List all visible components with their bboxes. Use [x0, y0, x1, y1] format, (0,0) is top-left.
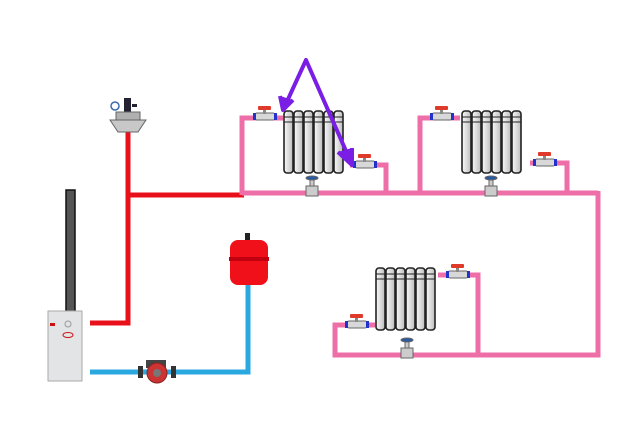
air-vent — [109, 98, 147, 133]
bypass-valve — [305, 175, 498, 359]
radiator-3 — [375, 267, 436, 331]
ball-valve — [430, 106, 454, 121]
ball-valve — [446, 264, 470, 279]
ball-valve — [353, 154, 377, 169]
boiler — [47, 310, 83, 382]
radiator-2 — [461, 110, 522, 174]
expansion-tank — [229, 233, 269, 285]
flow-arrow-icon — [278, 58, 354, 167]
chimney — [65, 189, 76, 313]
ball-valve — [345, 314, 369, 329]
ball-valve — [253, 106, 277, 121]
ball-valve — [533, 152, 557, 167]
circulation-pump — [138, 360, 176, 384]
return-pipe — [90, 283, 251, 375]
supply-pipe — [90, 130, 244, 326]
